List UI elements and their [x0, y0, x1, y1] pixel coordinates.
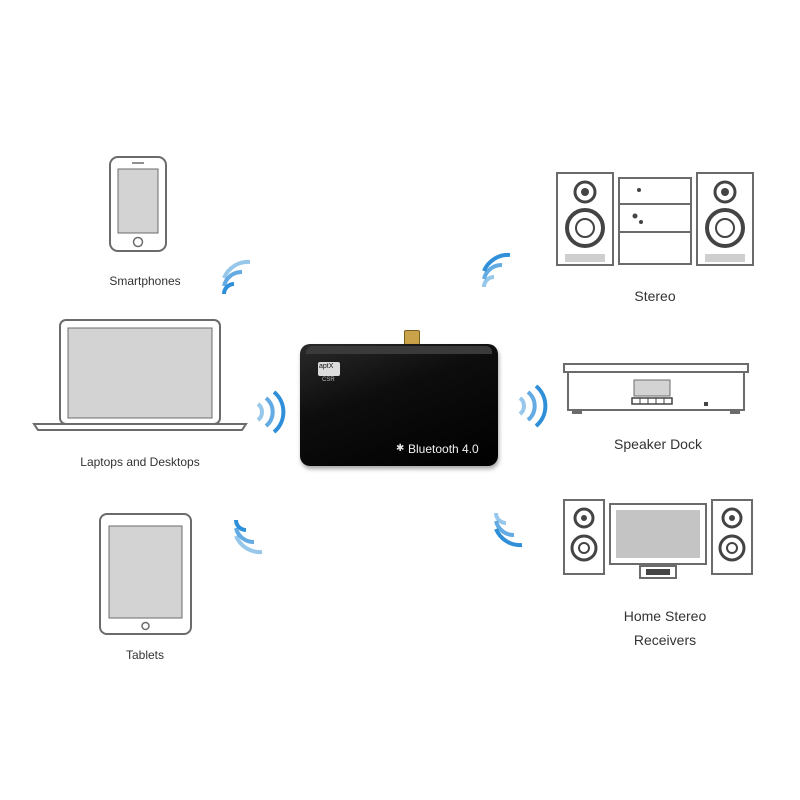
- wireless-signal-icon: [482, 252, 511, 288]
- speaker-dock-icon: [563, 363, 749, 414]
- home-stereo-receiver-icon: [563, 499, 753, 579]
- speaker-dock-label: Speaker Dock: [614, 436, 702, 452]
- tablets-label: Tablets: [125, 648, 165, 662]
- bluetooth-label: Bluetooth 4.0: [408, 442, 479, 456]
- stereo-icon: [556, 172, 754, 266]
- wireless-signal-icon: [494, 512, 523, 548]
- wireless-signal-icon: [222, 259, 251, 295]
- smartphone-icon: [109, 156, 167, 252]
- home-stereo-label-line1: Home Stereo: [623, 608, 707, 624]
- aptx-badge: aptX: [318, 362, 340, 376]
- wireless-signal-icon: [518, 384, 548, 428]
- bluetooth-icon: ✱: [396, 443, 405, 454]
- laptops-label: Laptops and Desktops: [80, 455, 200, 469]
- home-stereo-label-line2: Receivers: [633, 632, 697, 648]
- csr-text: CSR: [322, 377, 335, 383]
- tablet-icon: [99, 513, 192, 635]
- laptop-icon: [32, 319, 248, 431]
- stereo-label: Stereo: [634, 288, 676, 304]
- wireless-signal-icon: [234, 519, 263, 555]
- bluetooth-receiver: aptX CSR ✱ Bluetooth 4.0: [300, 330, 500, 468]
- smartphones-label: Smartphones: [109, 274, 181, 288]
- wireless-signal-icon: [256, 390, 286, 434]
